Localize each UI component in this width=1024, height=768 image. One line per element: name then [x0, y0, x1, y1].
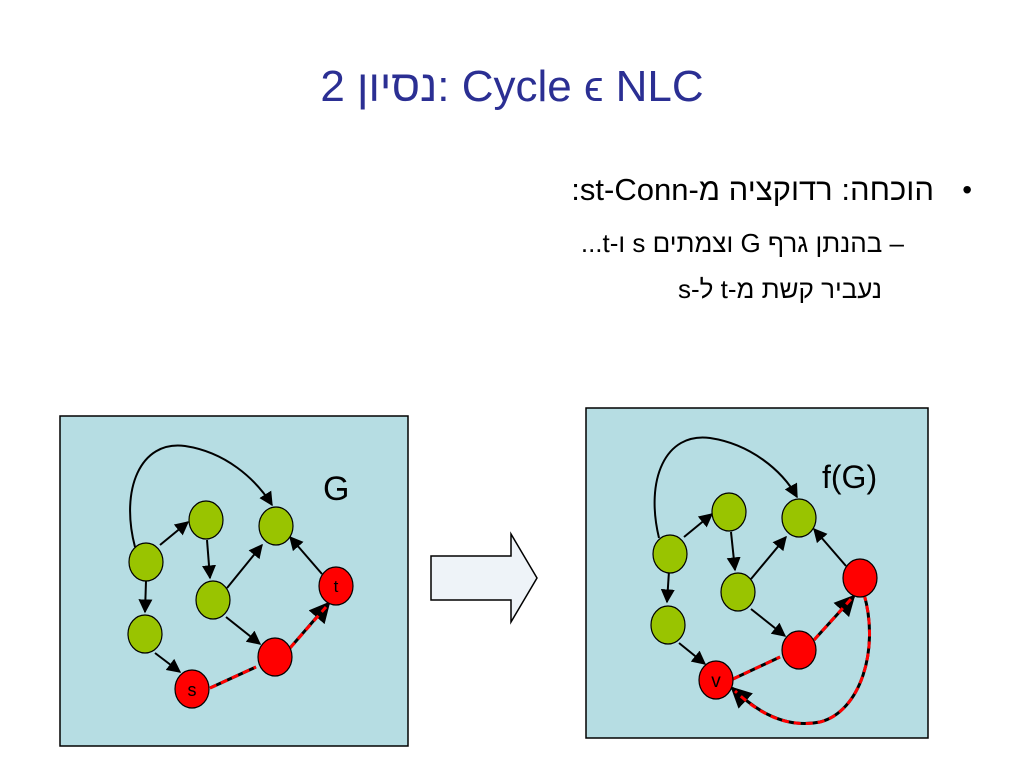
bullet-sub-1: – בהנתן גרף G וצמתים s ו-t... [580, 228, 904, 258]
left-node-s [174, 669, 210, 709]
right-path-v-r [732, 655, 781, 681]
right-edge-d-c [750, 535, 787, 580]
right-edge-b-d [726, 531, 741, 572]
left-node-b [188, 500, 224, 540]
bullet-list: • הוכחה: רדוקציה מ-st-Conn: – בהנתן גרף … [264, 170, 972, 306]
right-graph-panel: f(G) v [585, 407, 929, 739]
right-node-r [781, 630, 817, 670]
left-node-a [128, 542, 164, 582]
left-edge-b-d [202, 539, 216, 580]
right-edge-t-c [813, 527, 847, 567]
left-edge-curve [129, 444, 273, 548]
left-path-r-t [288, 601, 331, 649]
left-edge-a-e [138, 580, 153, 614]
right-edge-curve [653, 436, 798, 539]
left-edge-d-c [226, 543, 263, 589]
right-graph-label: f(G) [822, 459, 877, 495]
right-node-v [698, 660, 734, 700]
bullet-dot-icon: • [962, 174, 972, 205]
left-graph-label: G [323, 470, 349, 508]
right-path-r-t [812, 594, 856, 642]
left-node-c [258, 506, 294, 546]
right-node-a [652, 534, 688, 574]
left-edge-a-b [159, 521, 190, 546]
left-node-d [195, 580, 231, 620]
right-node-v-label: v [711, 671, 721, 692]
left-path-s-r [209, 665, 257, 690]
slide-title: נסיון 2: Cycle ϵ NLC [0, 62, 1024, 112]
right-edge-d-r [750, 608, 787, 637]
right-edge-e-v [678, 642, 707, 665]
bullet-main: • הוכחה: רדוקציה מ-st-Conn: [264, 170, 972, 210]
transform-arrow-icon [430, 531, 538, 625]
right-node-c [781, 498, 817, 538]
left-node-t [318, 566, 354, 606]
left-node-r [257, 637, 293, 677]
slide-title-text: נסיון 2: Cycle ϵ NLC [320, 62, 704, 111]
bullet-main-text: הוכחה: רדוקציה מ-st-Conn: [571, 172, 934, 207]
right-edge-a-e [660, 570, 675, 604]
bullet-sub-2: נעביר קשת מ-t ל-s [677, 274, 882, 304]
right-added-edge-t-v [730, 593, 872, 725]
left-node-t-label: t [334, 577, 339, 596]
right-node-b [711, 492, 747, 532]
right-node-t [842, 558, 878, 598]
left-node-s-label: s [188, 680, 197, 700]
right-node-d [720, 572, 756, 612]
left-edge-d-r [225, 616, 262, 645]
right-edge-a-b [683, 513, 714, 538]
left-edge-e-s [154, 652, 182, 673]
left-node-e [127, 614, 163, 654]
left-graph-panel: G t s [59, 415, 409, 747]
right-node-e [650, 605, 686, 645]
left-edge-t-c [289, 535, 323, 575]
